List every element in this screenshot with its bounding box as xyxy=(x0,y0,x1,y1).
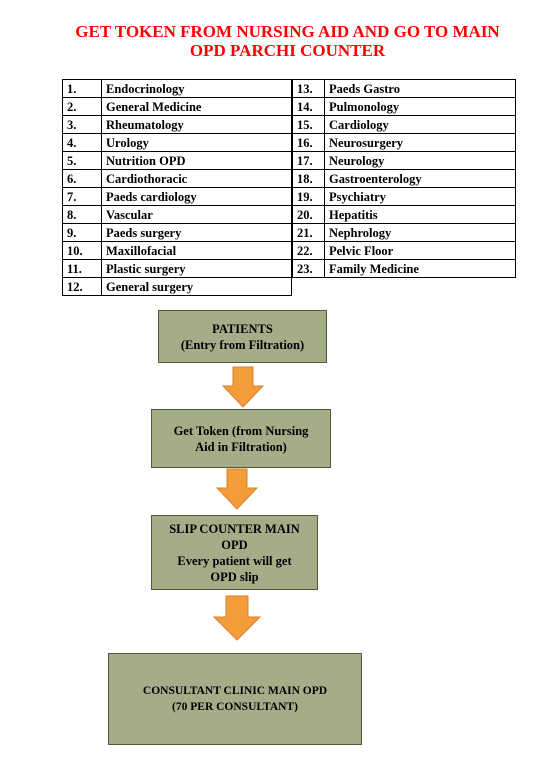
heading-line-1: GET TOKEN FROM NURSING AID AND GO TO MAI… xyxy=(75,22,500,41)
department-row: 15.Cardiology xyxy=(292,115,516,134)
department-number: 19. xyxy=(292,187,325,206)
department-number: 4. xyxy=(62,133,102,152)
patients-subtitle: (Entry from Filtration) xyxy=(180,337,305,352)
department-name: Nutrition OPD xyxy=(101,151,292,170)
department-row: 20.Hepatitis xyxy=(292,205,516,224)
department-name: Neurology xyxy=(324,151,516,170)
department-row: 9.Paeds surgery xyxy=(62,223,292,242)
department-number: 7. xyxy=(62,187,102,206)
department-row: 21.Nephrology xyxy=(292,223,516,242)
down-arrow-icon xyxy=(213,595,261,641)
slip-line-1: SLIP COUNTER MAIN xyxy=(169,521,300,536)
department-row: 1.Endocrinology xyxy=(62,79,292,98)
department-number: 20. xyxy=(292,205,325,224)
get-token-box: Get Token (from Nursing Aid in Filtratio… xyxy=(151,409,331,468)
department-row: 13.Paeds Gastro xyxy=(292,79,516,98)
department-name: Maxillofacial xyxy=(101,241,292,260)
department-number: 21. xyxy=(292,223,325,242)
down-arrow-icon xyxy=(216,468,258,510)
consultant-clinic-box: CONSULTANT CLINIC MAIN OPD (70 PER CONSU… xyxy=(108,653,362,745)
department-number: 13. xyxy=(292,79,325,98)
department-row: 16.Neurosurgery xyxy=(292,133,516,152)
consultant-line-2: (70 PER CONSULTANT) xyxy=(172,701,298,713)
department-number: 8. xyxy=(62,205,102,224)
slip-line-3: Every patient will get xyxy=(177,553,292,568)
department-name: Paeds Gastro xyxy=(324,79,516,98)
slip-line-4: OPD slip xyxy=(210,569,259,584)
department-name: Cardiothoracic xyxy=(101,169,292,188)
department-row: 18.Gastroenterology xyxy=(292,169,516,188)
department-name: Cardiology xyxy=(324,115,516,134)
heading-line-2: OPD PARCHI COUNTER xyxy=(189,41,386,60)
department-row: 10.Maxillofacial xyxy=(62,241,292,260)
department-name: General Medicine xyxy=(101,97,292,116)
department-row: 8.Vascular xyxy=(62,205,292,224)
department-name: Family Medicine xyxy=(324,259,516,278)
department-number: 12. xyxy=(62,277,102,296)
department-row: 17.Neurology xyxy=(292,151,516,170)
department-name: Pulmonology xyxy=(324,97,516,116)
department-name: Nephrology xyxy=(324,223,516,242)
department-row: 12.General surgery xyxy=(62,277,292,296)
department-row: 19.Psychiatry xyxy=(292,187,516,206)
department-number: 6. xyxy=(62,169,102,188)
department-name: Rheumatology xyxy=(101,115,292,134)
department-number: 22. xyxy=(292,241,325,260)
department-name: Endocrinology xyxy=(101,79,292,98)
department-number: 23. xyxy=(292,259,325,278)
department-row: 2.General Medicine xyxy=(62,97,292,116)
department-number: 17. xyxy=(292,151,325,170)
department-name: Pelvic Floor xyxy=(324,241,516,260)
department-name: General surgery xyxy=(101,277,292,296)
down-arrow-icon xyxy=(222,366,264,408)
department-name: Plastic surgery xyxy=(101,259,292,278)
patients-entry-box: PATIENTS (Entry from Filtration) xyxy=(158,310,327,363)
department-number: 11. xyxy=(62,259,102,278)
department-number: 1. xyxy=(62,79,102,98)
department-row: 22.Pelvic Floor xyxy=(292,241,516,260)
department-number: 3. xyxy=(62,115,102,134)
department-name: Urology xyxy=(101,133,292,152)
department-name: Gastroenterology xyxy=(324,169,516,188)
department-row: 11.Plastic surgery xyxy=(62,259,292,278)
department-number: 10. xyxy=(62,241,102,260)
department-name: Vascular xyxy=(101,205,292,224)
patients-title: PATIENTS xyxy=(212,321,273,336)
consultant-line-1: CONSULTANT CLINIC MAIN OPD xyxy=(142,685,328,697)
token-line-1: Get Token (from Nursing xyxy=(173,423,309,438)
department-number: 5. xyxy=(62,151,102,170)
slip-line-2: OPD xyxy=(221,537,248,552)
department-name: Psychiatry xyxy=(324,187,516,206)
department-number: 14. xyxy=(292,97,325,116)
department-name: Neurosurgery xyxy=(324,133,516,152)
department-row: 4.Urology xyxy=(62,133,292,152)
department-name: Paeds cardiology xyxy=(101,187,292,206)
department-number: 18. xyxy=(292,169,325,188)
department-number: 2. xyxy=(62,97,102,116)
department-row: 6.Cardiothoracic xyxy=(62,169,292,188)
department-number: 9. xyxy=(62,223,102,242)
department-name: Paeds surgery xyxy=(101,223,292,242)
department-number: 15. xyxy=(292,115,325,134)
department-row: 3.Rheumatology xyxy=(62,115,292,134)
department-name: Hepatitis xyxy=(324,205,516,224)
department-row: 5.Nutrition OPD xyxy=(62,151,292,170)
department-number: 16. xyxy=(292,133,325,152)
department-row: 14.Pulmonology xyxy=(292,97,516,116)
department-row: 23.Family Medicine xyxy=(292,259,516,278)
slip-counter-box: SLIP COUNTER MAIN OPD Every patient will… xyxy=(151,515,318,590)
department-row: 7.Paeds cardiology xyxy=(62,187,292,206)
token-line-2: Aid in Filtration) xyxy=(195,439,287,454)
